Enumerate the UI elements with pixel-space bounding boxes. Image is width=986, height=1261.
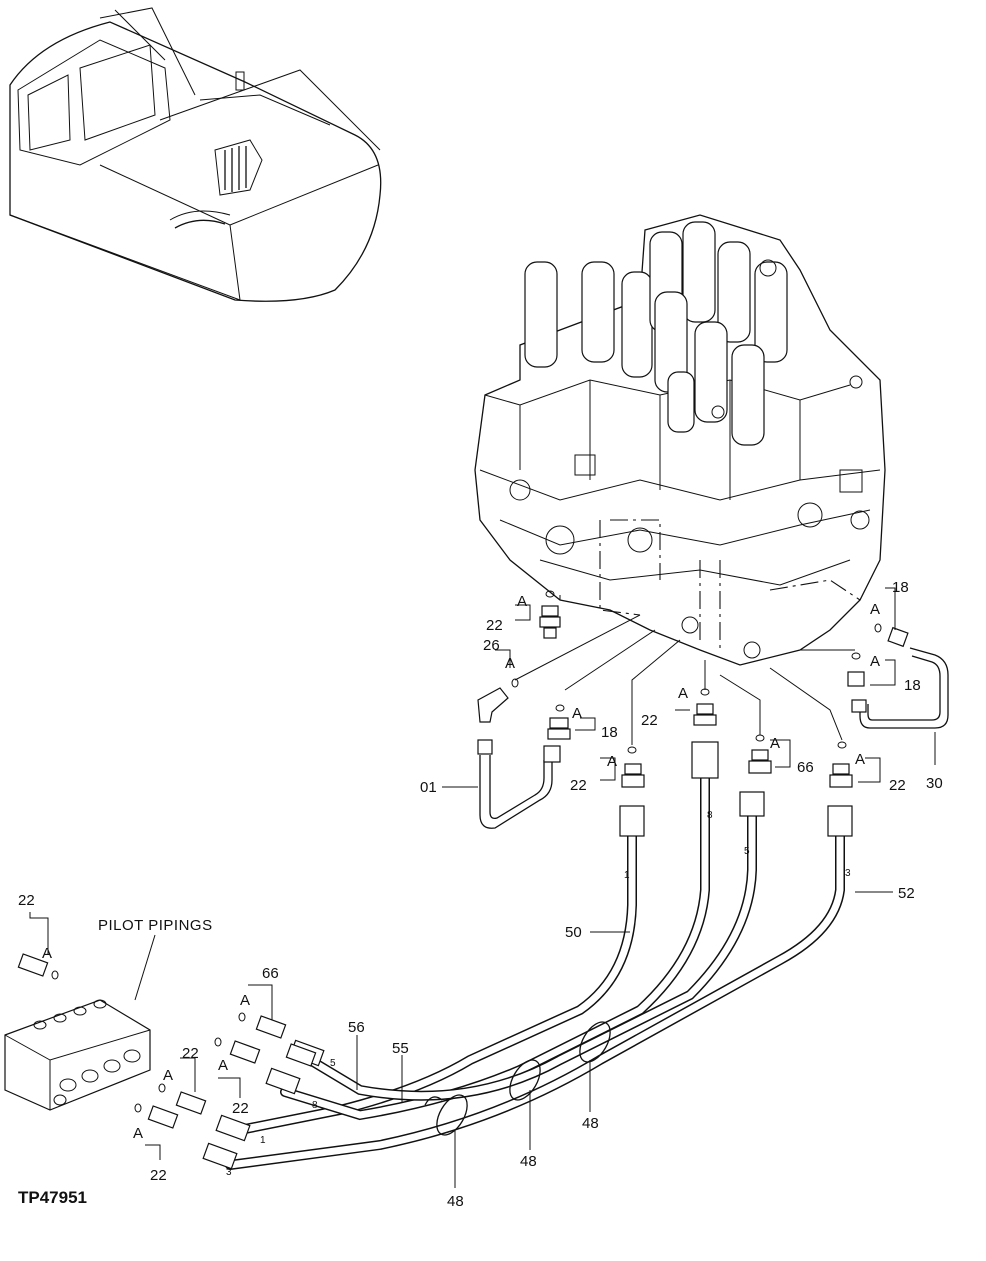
part-label-01: 01 [420,779,437,796]
part-label-52: 52 [898,885,915,902]
hose-bundle [202,741,853,1170]
control-valve-assembly [474,214,886,666]
hose-number: 8 [312,1100,318,1111]
hose-number: 3 [226,1167,232,1178]
oring-marker: A [770,735,780,752]
oring-marker: A [572,705,582,722]
leader-lines [29,587,936,1188]
part-label-66: 66 [262,965,279,982]
hose-number: 1 [624,870,630,881]
part-label-48: 48 [520,1153,537,1170]
part-label-22: 22 [486,617,503,634]
oring-marker: A [607,753,617,770]
oring-marker: A [870,653,880,670]
oring-marker: A [133,1125,143,1142]
oring-marker: A [218,1057,228,1074]
oring-marker: A [163,1067,173,1084]
oring-marker: A [42,945,52,962]
excavator-location-sketch [9,7,382,302]
oring-marker: A [870,601,880,618]
part-label-56: 56 [348,1019,365,1036]
part-label-22: 22 [232,1100,249,1117]
hose-number: 5 [330,1058,336,1069]
part-label-22: 22 [570,777,587,794]
part-label-22: 22 [641,712,658,729]
part-label-26: 26 [483,637,500,654]
part-label-50: 50 [565,924,582,941]
oring-marker: A [240,992,250,1009]
drawing-code: TP47951 [18,1188,87,1207]
part-label-18: 18 [904,677,921,694]
part-label-48: 48 [447,1193,464,1210]
oring-marker: A [678,685,688,702]
oring-marker: A [517,593,527,610]
hose-number: 1 [260,1135,266,1146]
oring-markers: A A A A A A A A A A A A A A [42,593,880,1142]
part-label-18: 18 [892,579,909,596]
part-label-22: 22 [889,777,906,794]
part-labels: 22 26 18 22 22 66 22 18 18 30 01 50 52 2… [18,579,943,1210]
pilot-pipings-caption: PILOT PIPINGS [98,917,213,934]
oring-marker: A [855,751,865,768]
hose-number: 8 [707,810,713,821]
part-label-48: 48 [582,1115,599,1132]
valve-fittings [477,590,949,788]
part-label-22: 22 [18,892,35,909]
valve-port-leaders [514,595,855,745]
part-label-22: 22 [150,1167,167,1184]
part-label-66: 66 [797,759,814,776]
hose-number-marks: 1 8 5 3 5 8 1 3 [226,810,851,1178]
oring-marker: A [505,655,515,672]
hose-number: 5 [744,846,750,857]
hose-number: 3 [845,868,851,879]
part-label-55: 55 [392,1040,409,1057]
part-label-22: 22 [182,1045,199,1062]
pipe-01 [477,739,561,829]
part-label-18: 18 [601,724,618,741]
part-label-30: 30 [926,775,943,792]
pilot-pipings-block [4,953,317,1129]
